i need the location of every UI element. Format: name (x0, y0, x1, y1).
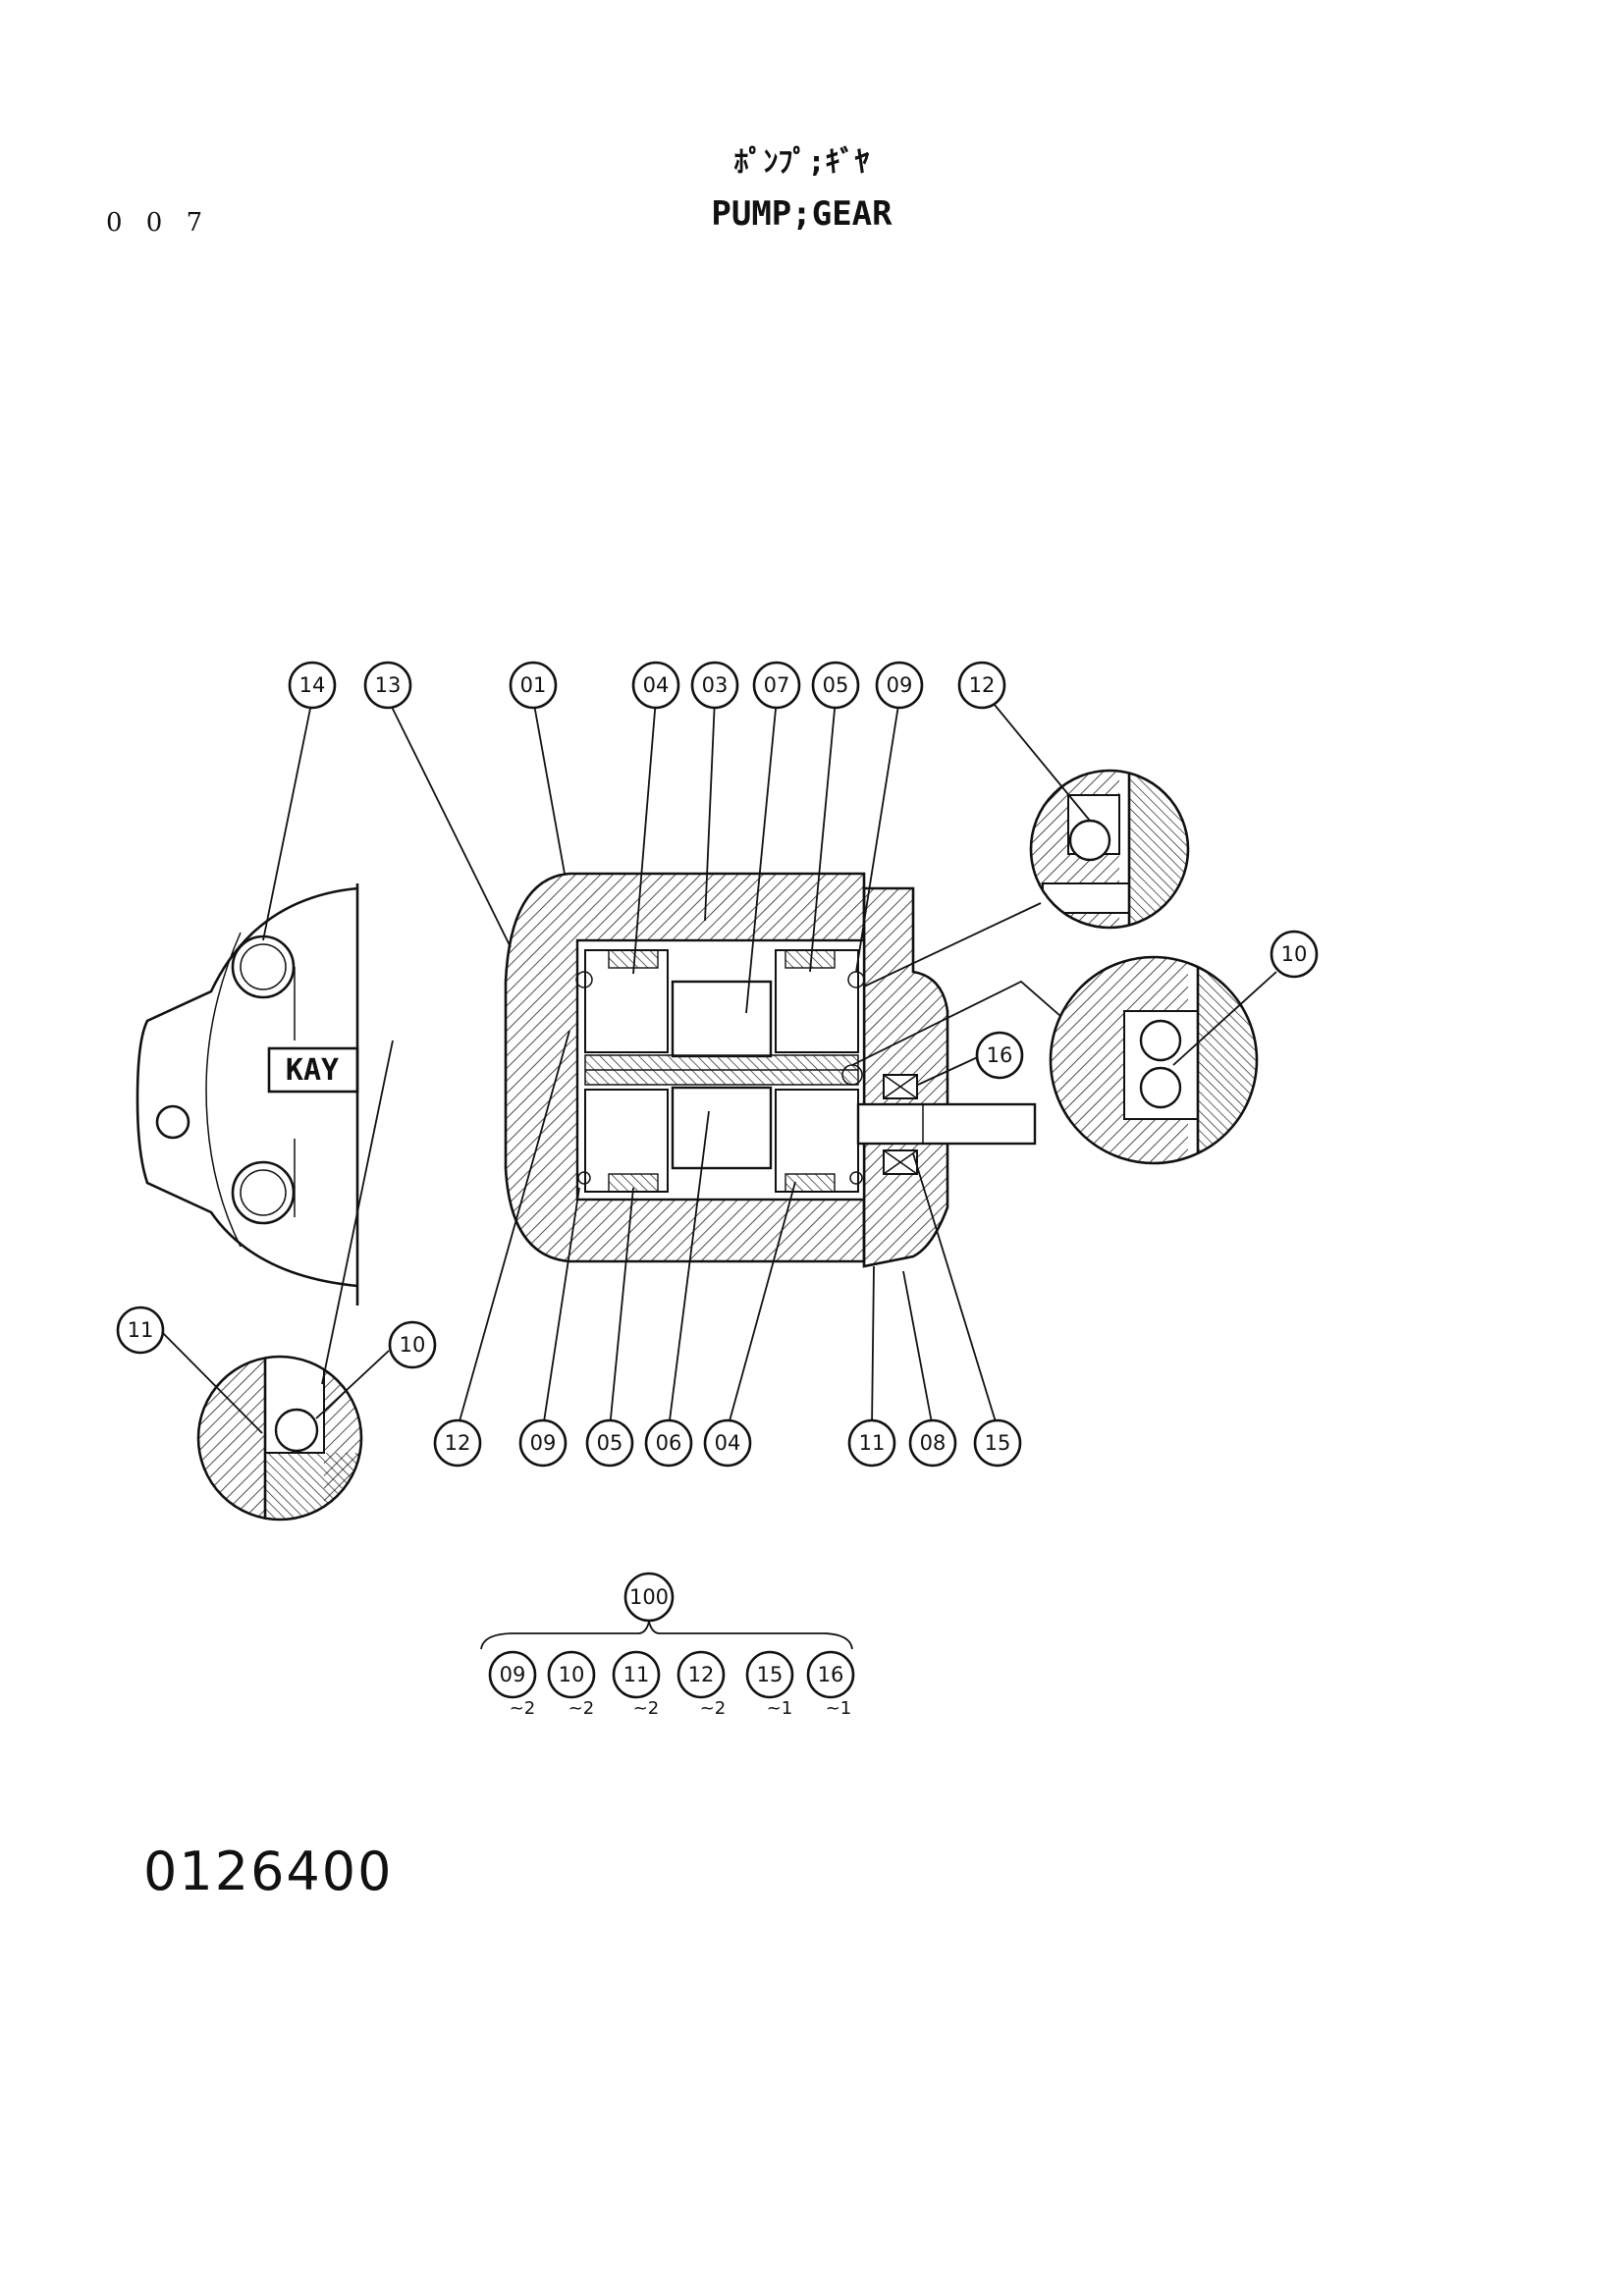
callout-12-top: 12 (957, 661, 1006, 710)
svg-text:10: 10 (559, 1663, 585, 1686)
svg-text:100: 100 (629, 1585, 669, 1609)
svg-text:11: 11 (128, 1318, 154, 1342)
detail-lower-left (196, 1355, 363, 1522)
seal-kit: 100 09 ~2 10 ~2 11 ~2 12 ~2 15 ~1 16 ~1 (480, 1572, 855, 1719)
kit-item-16: 16 ~1 (806, 1650, 855, 1719)
svg-text:~2: ~2 (510, 1698, 536, 1719)
svg-text:07: 07 (764, 673, 790, 697)
svg-text:13: 13 (375, 673, 402, 697)
svg-text:~1: ~1 (826, 1698, 852, 1719)
callout-05-bottom: 05 (585, 1418, 634, 1468)
callout-10-detail: 10 (388, 1320, 437, 1369)
svg-text:11: 11 (623, 1663, 650, 1686)
page-title: PUMP;GEAR (711, 194, 893, 234)
svg-text:12: 12 (969, 673, 996, 697)
drawing-number: 0126400 (143, 1841, 394, 1902)
svg-text:15: 15 (985, 1431, 1011, 1455)
svg-text:05: 05 (597, 1431, 623, 1455)
callout-09-bottom: 09 (518, 1418, 568, 1468)
callout-13: 13 (363, 661, 412, 710)
svg-text:~1: ~1 (767, 1698, 793, 1719)
callout-07: 07 (752, 661, 801, 710)
kit-item-10: 10 ~2 (547, 1650, 596, 1719)
svg-text:12: 12 (688, 1663, 715, 1686)
svg-text:09: 09 (887, 673, 913, 697)
svg-text:09: 09 (500, 1663, 526, 1686)
kit-item-09: 09 ~2 (488, 1650, 537, 1719)
svg-text:04: 04 (643, 673, 670, 697)
svg-text:08: 08 (920, 1431, 947, 1455)
housing-marking: KAY (286, 1053, 339, 1088)
svg-text:09: 09 (530, 1431, 557, 1455)
callout-06: 06 (644, 1418, 693, 1468)
kit-callout-100: 100 (623, 1572, 675, 1623)
svg-text:01: 01 (520, 673, 547, 697)
callout-16: 16 (975, 1031, 1024, 1080)
svg-text:~2: ~2 (700, 1698, 727, 1719)
callout-08: 08 (908, 1418, 957, 1468)
callout-09-top: 09 (875, 661, 924, 710)
callout-11-detail: 11 (116, 1306, 165, 1355)
page-number: 0 0 7 (106, 208, 211, 238)
svg-text:04: 04 (715, 1431, 741, 1455)
kit-item-11: 11 ~2 (612, 1650, 661, 1719)
callout-01: 01 (509, 661, 558, 710)
title-kana: ﾎﾟﾝﾌﾟ;ｷﾞﾔ (733, 145, 870, 180)
callout-12-bottom: 12 (433, 1418, 482, 1468)
callout-04-bottom: 04 (703, 1418, 752, 1468)
callout-11-bottom: 11 (847, 1418, 896, 1468)
svg-text:11: 11 (859, 1431, 886, 1455)
kit-item-12: 12 ~2 (676, 1650, 727, 1719)
pump-section (504, 872, 1037, 1268)
svg-text:14: 14 (299, 673, 326, 697)
detail-lower-right (1049, 955, 1259, 1165)
kit-item-15: 15 ~1 (745, 1650, 794, 1719)
svg-text:15: 15 (757, 1663, 784, 1686)
callout-04-top: 04 (631, 661, 680, 710)
svg-text:~2: ~2 (568, 1698, 595, 1719)
svg-text:03: 03 (702, 673, 729, 697)
callout-15: 15 (973, 1418, 1022, 1468)
callout-03: 03 (690, 661, 739, 710)
callout-05-top: 05 (811, 661, 860, 710)
svg-text:16: 16 (818, 1663, 844, 1686)
svg-text:~2: ~2 (633, 1698, 660, 1719)
svg-text:10: 10 (1281, 942, 1308, 966)
svg-text:06: 06 (656, 1431, 682, 1455)
callout-10-right: 10 (1270, 930, 1319, 979)
svg-text:12: 12 (445, 1431, 471, 1455)
svg-text:05: 05 (823, 673, 849, 697)
callout-14: 14 (288, 661, 337, 710)
svg-text:10: 10 (400, 1333, 426, 1357)
svg-text:16: 16 (987, 1043, 1013, 1067)
end-view: KAY (135, 883, 359, 1306)
detail-upper-right (1029, 769, 1190, 930)
leader-lines (154, 698, 1277, 1434)
